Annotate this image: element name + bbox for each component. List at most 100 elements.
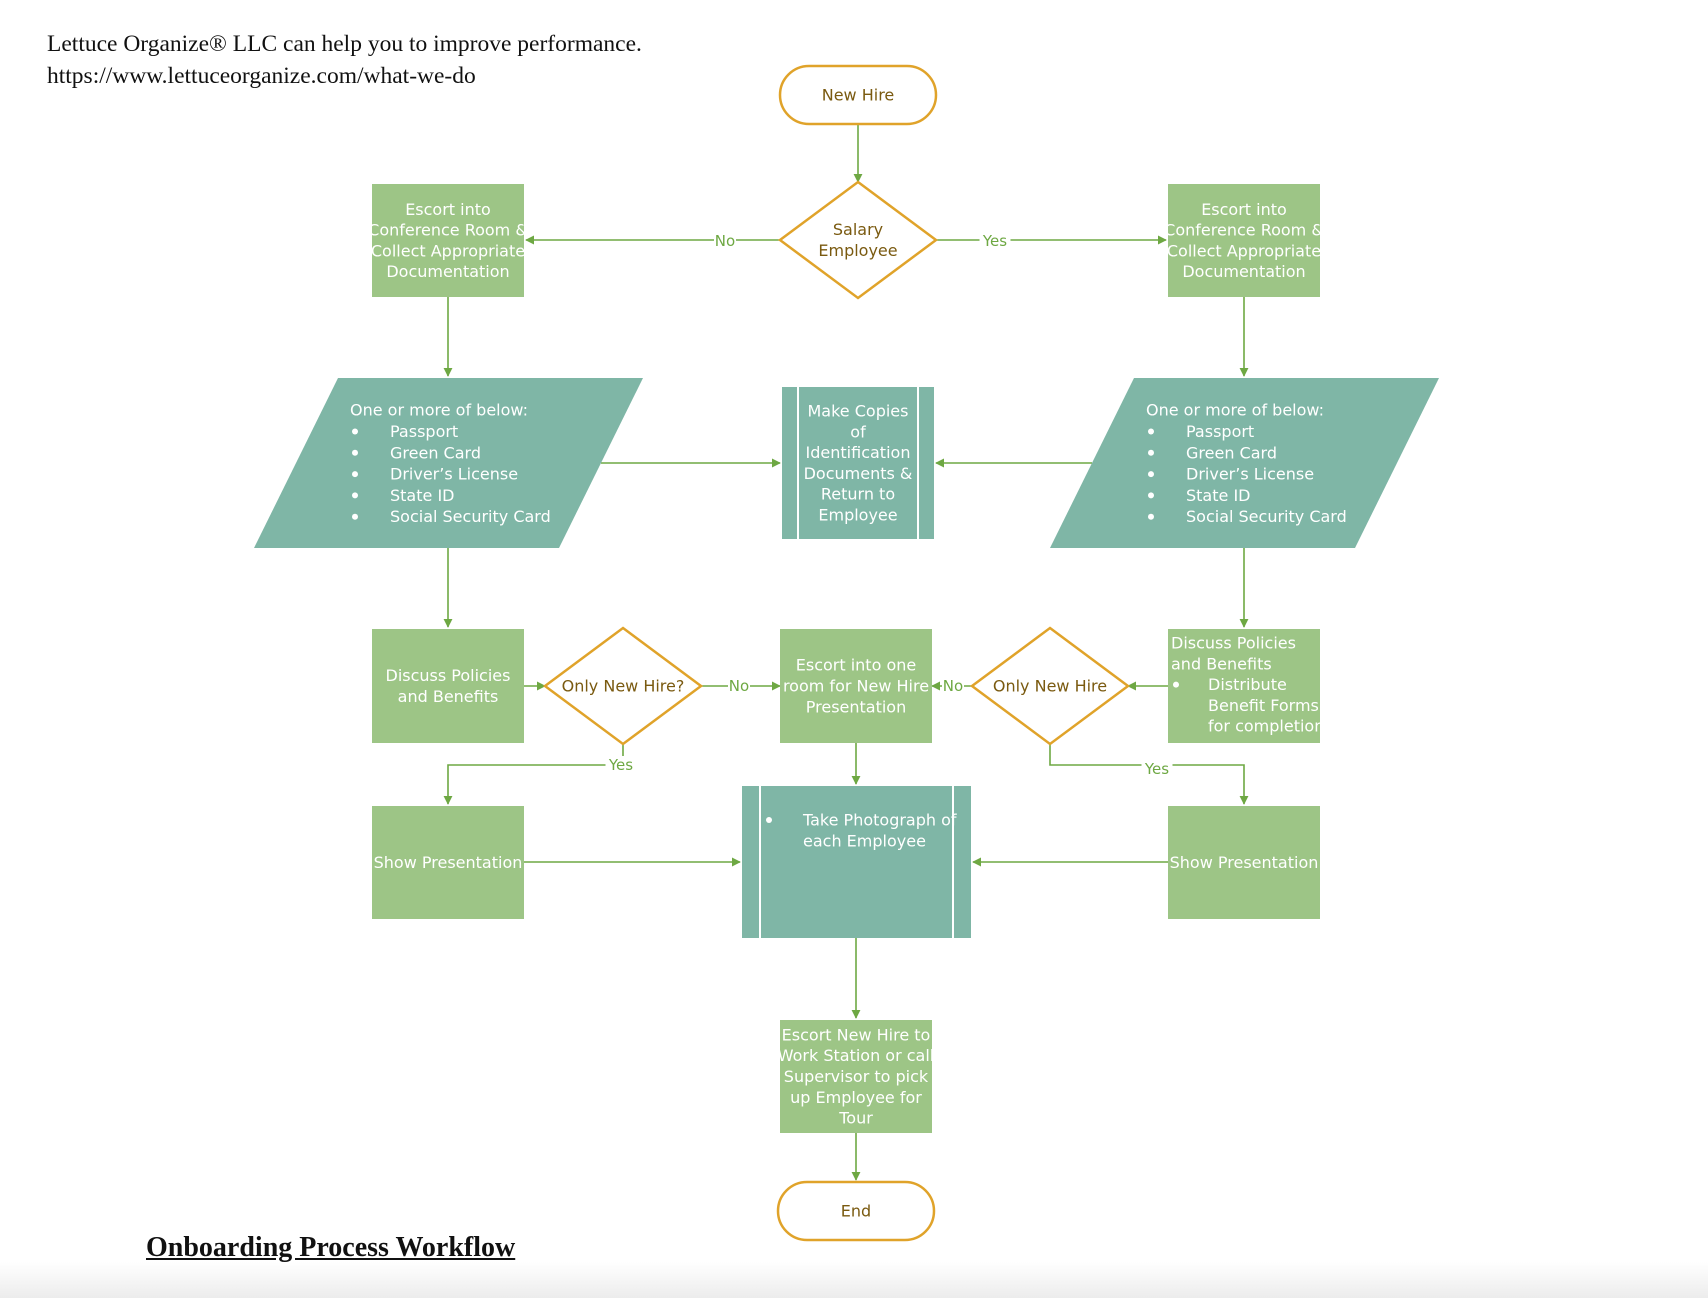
escort-room-label: Presentation bbox=[806, 697, 906, 716]
show-pres-left-node: Show Presentation bbox=[372, 806, 524, 919]
new-hire-node: New Hire bbox=[778, 64, 938, 126]
escort-left-label: Conference Room & bbox=[368, 221, 528, 240]
connector-only-new-hire-left-to-show-pres-left bbox=[443, 744, 624, 805]
make-copies-label: of bbox=[850, 422, 866, 441]
page-bottom-fade bbox=[0, 1262, 1708, 1298]
only-new-hire-right-label: Only New Hire bbox=[993, 677, 1107, 696]
edge-label-bg bbox=[714, 232, 736, 250]
salary-employee-shape bbox=[777, 180, 939, 300]
make-copies-label: Employee bbox=[818, 506, 897, 525]
docs-right-item: State ID bbox=[1186, 486, 1250, 505]
show-pres-left-shape bbox=[372, 806, 524, 919]
docs-left-bullet bbox=[352, 471, 358, 478]
new-hire-shape bbox=[778, 64, 938, 126]
escort-left-label: Documentation bbox=[386, 262, 509, 281]
discuss-left-label: and Benefits bbox=[398, 687, 499, 706]
escort-room-label: Escort into one bbox=[796, 656, 916, 675]
escort-workstation-shape bbox=[780, 1020, 932, 1133]
salary-employee-label: Employee bbox=[818, 241, 897, 260]
salary-employee-label: Salary bbox=[833, 220, 883, 239]
take-photo-bullet bbox=[766, 817, 772, 823]
discuss-right-item: Distribute bbox=[1208, 675, 1287, 694]
edge-label-no: No bbox=[715, 232, 735, 250]
escort-room-shape bbox=[780, 629, 932, 743]
take-photo-shape bbox=[742, 786, 971, 938]
docs-left-item: Green Card bbox=[390, 443, 481, 462]
docs-right-bullet bbox=[1148, 428, 1154, 435]
escort-right-label: Collect Appropriate bbox=[1167, 241, 1321, 260]
docs-right-item: Driver’s License bbox=[1186, 465, 1314, 484]
make-copies-shape bbox=[782, 387, 934, 539]
escort-workstation-label: Supervisor to pick bbox=[784, 1067, 929, 1086]
escort-workstation-label: up Employee for bbox=[790, 1088, 922, 1107]
edge-label-bg bbox=[1141, 760, 1173, 778]
docs-left-bullet bbox=[352, 513, 358, 520]
escort-left-shape bbox=[372, 184, 524, 297]
docs-left-item: Driver’s License bbox=[390, 465, 518, 484]
docs-right-bullet bbox=[1148, 492, 1154, 499]
discuss-right-label: Discuss Policies bbox=[1171, 634, 1296, 653]
escort-left-label: Escort into bbox=[405, 200, 491, 219]
docs-left-item: Social Security Card bbox=[390, 507, 551, 526]
escort-right-label: Documentation bbox=[1182, 262, 1305, 281]
edge-label-yes: Yes bbox=[608, 756, 633, 774]
header-line-2: https://www.lettuceorganize.com/what-we-… bbox=[47, 63, 476, 89]
docs-right-bullet bbox=[1148, 513, 1154, 520]
edge-label-no: No bbox=[943, 677, 963, 695]
docs-left-shape bbox=[254, 378, 643, 548]
docs-left-bullet bbox=[352, 428, 358, 435]
new-hire-label: New Hire bbox=[822, 86, 895, 105]
discuss-left-label: Discuss Policies bbox=[386, 666, 511, 685]
discuss-left-shape bbox=[372, 629, 524, 743]
header-line-1: Lettuce Organize® LLC can help you to im… bbox=[47, 31, 642, 57]
docs-right-item: Passport bbox=[1186, 422, 1254, 441]
escort-right-shape bbox=[1168, 184, 1320, 297]
edge-label-bg bbox=[979, 232, 1011, 250]
docs-left-bullet bbox=[352, 492, 358, 499]
end-label: End bbox=[841, 1202, 871, 1221]
edge-label-bg bbox=[942, 677, 964, 695]
escort-workstation-label: Tour bbox=[838, 1109, 873, 1128]
edge-label-bg bbox=[728, 677, 750, 695]
discuss-right-item: for completion bbox=[1208, 717, 1324, 736]
escort-workstation-label: Work Station or call bbox=[778, 1046, 935, 1065]
edge-label-yes: Yes bbox=[982, 232, 1007, 250]
discuss-left-node: Discuss Policies and Benefits bbox=[372, 629, 524, 743]
discuss-right-item: Benefit Forms bbox=[1208, 696, 1319, 715]
edge-label-no: No bbox=[729, 677, 749, 695]
show-pres-left-label: Show Presentation bbox=[374, 853, 523, 872]
show-pres-right-shape bbox=[1168, 806, 1320, 919]
docs-left-heading: One or more of below: bbox=[350, 401, 528, 420]
only-new-hire-right-shape bbox=[969, 626, 1131, 746]
escort-right-label: Conference Room & bbox=[1164, 221, 1324, 240]
escort-left-label: Collect Appropriate bbox=[371, 241, 525, 260]
escort-room-label: room for New Hire bbox=[783, 677, 929, 696]
make-copies-label: Documents & bbox=[804, 464, 913, 483]
discuss-right-shape bbox=[1168, 629, 1320, 743]
escort-room-node: Escort into one room for New HirePresenta… bbox=[780, 629, 932, 743]
docs-right-item: Social Security Card bbox=[1186, 507, 1347, 526]
make-copies-label: Make Copies bbox=[808, 402, 909, 421]
discuss-right-bullet bbox=[1173, 681, 1179, 688]
docs-left-item: Passport bbox=[390, 422, 458, 441]
end-node: End bbox=[776, 1180, 936, 1242]
only-new-hire-right-node: Only New Hire bbox=[969, 626, 1131, 746]
docs-right-shape bbox=[1050, 378, 1439, 548]
edge-label-yes: Yes bbox=[1144, 760, 1169, 778]
escort-right-label: Escort into bbox=[1201, 200, 1287, 219]
docs-right-bullet bbox=[1148, 471, 1154, 478]
only-new-hire-left-node: Only New Hire? bbox=[542, 626, 704, 746]
page-title: Onboarding Process Workflow bbox=[146, 1232, 516, 1263]
docs-left-item: State ID bbox=[390, 486, 454, 505]
take-photo-item: each Employee bbox=[803, 831, 926, 850]
docs-left-bullet bbox=[352, 449, 358, 456]
docs-right-item: Green Card bbox=[1186, 443, 1277, 462]
